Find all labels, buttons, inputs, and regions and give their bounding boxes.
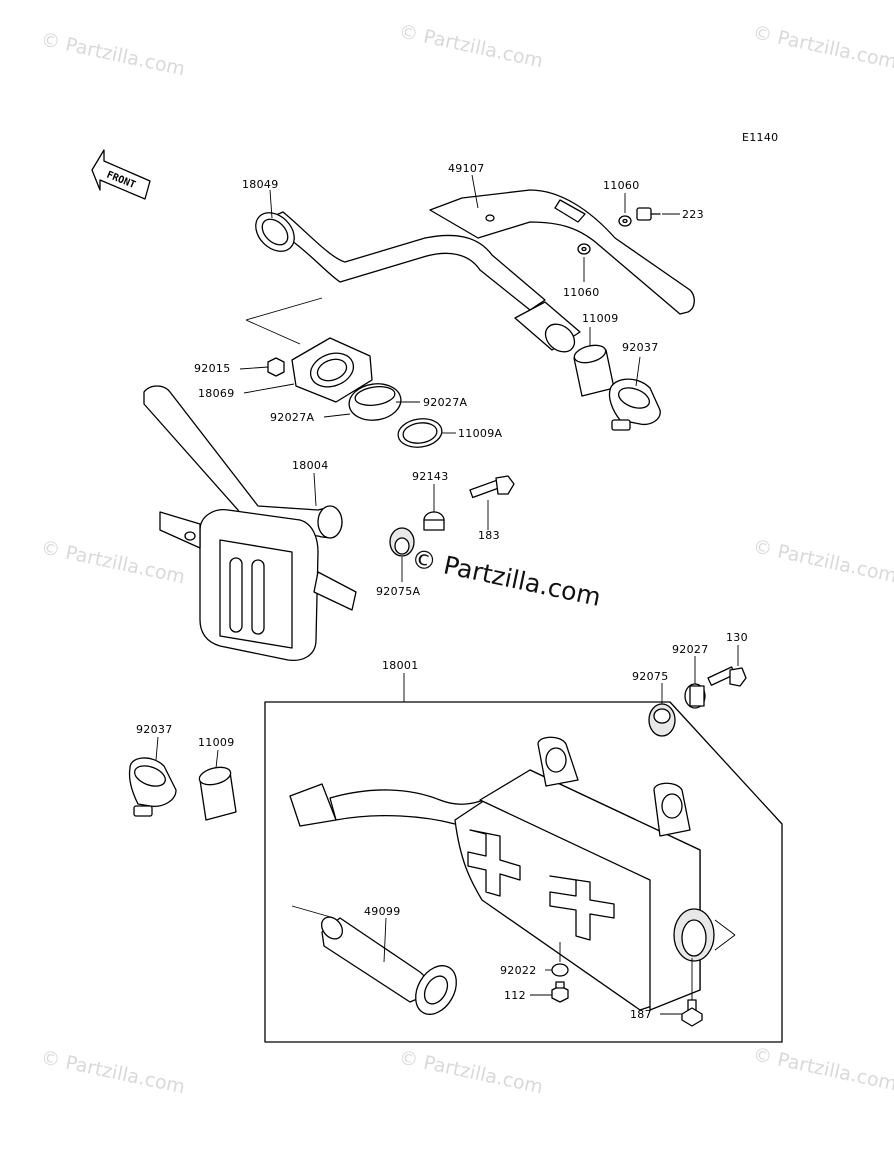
watermark: © Partzilla.com: [751, 21, 894, 73]
bolt-112: [551, 981, 569, 1003]
spark-arrestor-49099: [321, 916, 457, 1015]
part-label: 18001: [382, 659, 419, 672]
collar-92027: [684, 683, 706, 709]
grommet-92075A: [389, 527, 415, 557]
bolt-130: [707, 666, 747, 687]
watermark: © Partzilla.com: [39, 536, 187, 588]
gasket-11009A: [397, 418, 443, 448]
watermark: © Partzilla.com: [397, 20, 545, 72]
part-label: 187: [630, 1008, 652, 1021]
muffler-assembly-18001: [264, 701, 783, 1043]
watermark: © Partzilla.com: [39, 1046, 187, 1098]
part-label: 92027A: [270, 411, 314, 424]
leader-lines: [155, 174, 739, 1015]
part-label: 92037: [622, 341, 659, 354]
part-label: 92022: [500, 964, 537, 977]
part-labels: 18049 49107 11060 223 11060 11009 92037 …: [136, 162, 748, 1021]
part-label: 92027A: [423, 396, 467, 409]
watermark: © Partzilla.com: [751, 1043, 894, 1095]
bolt-223: [636, 207, 661, 221]
collar-92027A: [348, 383, 402, 421]
bolt-187: [681, 999, 703, 1027]
brand-watermark: © Partzilla.com: [409, 544, 604, 612]
watermark: © Partzilla.com: [751, 535, 894, 587]
nut-92015: [267, 357, 285, 377]
part-label: 11009: [582, 312, 619, 325]
part-label: 18069: [198, 387, 235, 400]
part-label: 223: [682, 208, 704, 221]
part-label: 18049: [242, 178, 279, 191]
part-label: 130: [726, 631, 748, 644]
part-label: 11009A: [458, 427, 502, 440]
part-label: 92143: [412, 470, 449, 483]
part-label: 49107: [448, 162, 485, 175]
exhaust-pipe-18049: [255, 211, 581, 353]
part-label: 11009: [198, 736, 235, 749]
part-label: 49099: [364, 905, 401, 918]
collar-92143: [423, 511, 445, 531]
bolt-183: [469, 475, 515, 499]
part-label: 92075: [632, 670, 669, 683]
part-label: 92075A: [376, 585, 420, 598]
gasket-11009: [573, 344, 615, 397]
heat-guard-49107: [429, 189, 695, 315]
part-label: 183: [478, 529, 500, 542]
clamp-92037-lower: [128, 757, 177, 817]
part-label: 11060: [603, 179, 640, 192]
washer-92022: [551, 963, 569, 977]
flange-18069: [291, 337, 373, 403]
part-label: 18004: [292, 459, 329, 472]
part-label: 11060: [563, 286, 600, 299]
grommet-92075: [648, 703, 676, 737]
part-label: 92027: [672, 643, 709, 656]
part-label: 92015: [194, 362, 231, 375]
part-label: 112: [504, 989, 526, 1002]
silencer-18004: [143, 385, 357, 662]
front-arrow-icon: FRONT: [91, 149, 151, 200]
clamp-92037: [608, 378, 661, 431]
part-label: 92037: [136, 723, 173, 736]
washer-11060: [577, 215, 632, 255]
watermark: © Partzilla.com: [397, 1046, 545, 1098]
gasket-11009-lower: [198, 766, 237, 821]
watermark: © Partzilla.com: [39, 28, 187, 80]
diagram-code: E1140: [742, 131, 778, 144]
